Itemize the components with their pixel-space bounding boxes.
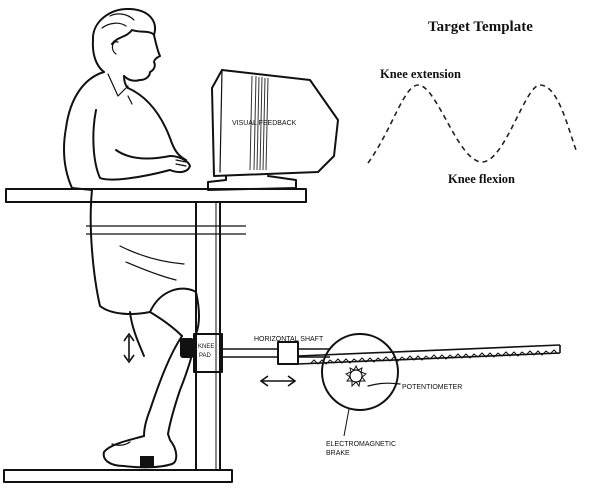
knee-contact (180, 338, 194, 358)
target-template: Target Template Knee extension Knee flex… (367, 19, 577, 186)
shirt (63, 71, 105, 189)
standing-table (3, 188, 307, 483)
rack-teeth (309, 349, 559, 365)
shaft-coupler (277, 341, 299, 365)
horizontal-shaft: HORIZONTAL SHAFT (222, 336, 330, 365)
knee-pad: KNEE PAD (180, 333, 223, 373)
knee-pad-label-1: KNEE (198, 344, 214, 350)
hand (169, 155, 191, 174)
target-template-title: Target Template (428, 19, 533, 35)
subject-figure (63, 7, 191, 191)
vertical-movement-arrow (123, 332, 135, 364)
subject-legs (89, 189, 200, 469)
horizontal-movement-arrow (259, 375, 297, 387)
table-top (5, 188, 307, 203)
face (123, 34, 161, 82)
monitor-screen (211, 69, 339, 177)
shoe (102, 433, 178, 469)
floor-base (3, 469, 233, 483)
visual-feedback-label: VISUAL FEEDBACK (232, 120, 297, 127)
knee-flexion-label: Knee flexion (448, 172, 515, 186)
horizontal-shaft-label: HORIZONTAL SHAFT (254, 336, 324, 343)
arm (92, 109, 171, 181)
target-sine-wave (367, 84, 577, 164)
knee-pad-box (193, 333, 223, 373)
knee-extension-label: Knee extension (380, 67, 461, 81)
shorts (89, 189, 197, 315)
brake-label-2: BRAKE (326, 450, 350, 457)
rack-bar (297, 344, 561, 365)
ankle-strap (140, 456, 154, 468)
brake-label-1: ELECTROMAGNETIC (326, 441, 396, 448)
knee-pad-label-2: PAD (199, 353, 212, 359)
monitor-stand (207, 175, 297, 191)
monitor: VISUAL FEEDBACK (207, 69, 339, 191)
potentiometer-label: POTENTIOMETER (402, 384, 462, 391)
potentiometer-gear: POTENTIOMETER (344, 364, 462, 391)
brake-disc (321, 333, 399, 411)
electromagnetic-brake: ELECTROMAGNETIC BRAKE (321, 333, 399, 457)
